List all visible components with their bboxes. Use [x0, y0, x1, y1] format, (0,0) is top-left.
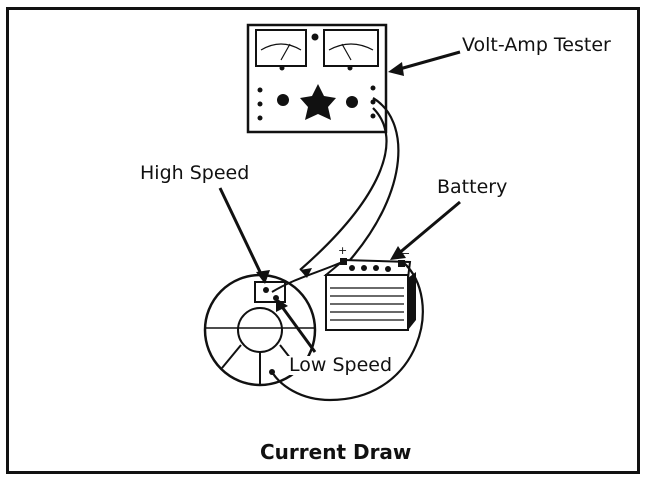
voltmeter-scale — [260, 43, 302, 51]
ammeter-needle — [341, 43, 352, 61]
tester-jack — [370, 99, 376, 105]
ammeter-knob — [347, 65, 353, 71]
battery-cap — [385, 266, 391, 272]
motor-rib — [221, 344, 242, 369]
high-speed-terminal — [263, 287, 269, 293]
high-speed-arrowhead — [256, 270, 270, 284]
ground-lead — [271, 261, 424, 402]
battery-case — [325, 274, 409, 331]
tester-lead-motor — [299, 107, 388, 271]
low-speed-arrowhead — [276, 298, 288, 312]
battery-positive-post — [340, 258, 347, 265]
negative-terminal-sign: − — [401, 247, 410, 260]
left-control-knob — [277, 94, 289, 106]
low-speed-arrow — [278, 303, 317, 353]
voltmeter-knob — [279, 65, 285, 71]
battery-cap — [361, 265, 367, 271]
volt-amp-tester-label: Volt-Amp Tester — [462, 34, 611, 56]
battery-side — [408, 272, 416, 330]
volt-amp-tester — [246, 23, 388, 134]
battery-arrow — [397, 200, 461, 256]
right-control-knob — [346, 96, 358, 108]
battery-label: Battery — [437, 176, 508, 198]
positive-terminal-sign: + — [338, 244, 347, 257]
high-speed-arrow — [218, 187, 264, 277]
tester-jack — [257, 87, 263, 93]
tester-arrow — [395, 50, 461, 72]
battery-cap — [349, 265, 355, 271]
jumper-lead — [271, 261, 343, 293]
low-speed-label: Low Speed — [287, 354, 395, 376]
tester-jack — [370, 85, 376, 91]
tester-center-screw — [311, 33, 319, 41]
callout-arrows — [218, 50, 461, 353]
ground-clip — [269, 369, 275, 375]
high-speed-label: High Speed — [140, 162, 250, 184]
tester-lead-battery — [349, 97, 400, 261]
tester-jack — [257, 101, 263, 107]
test-probe — [300, 268, 312, 278]
battery: + − — [323, 244, 416, 331]
motor-hub — [237, 307, 283, 353]
battery-arrowhead — [390, 246, 406, 260]
battery-cap — [373, 265, 379, 271]
tester-jack — [370, 113, 376, 119]
motor-terminal-block — [254, 281, 286, 303]
tester-jack — [257, 115, 263, 121]
battery-negative-post — [398, 260, 405, 267]
ammeter-scale — [328, 43, 374, 51]
tester-arrowhead — [388, 62, 404, 76]
selector-knob — [300, 84, 336, 120]
diagram-caption: Current Draw — [260, 440, 412, 464]
voltmeter-needle — [280, 43, 291, 61]
